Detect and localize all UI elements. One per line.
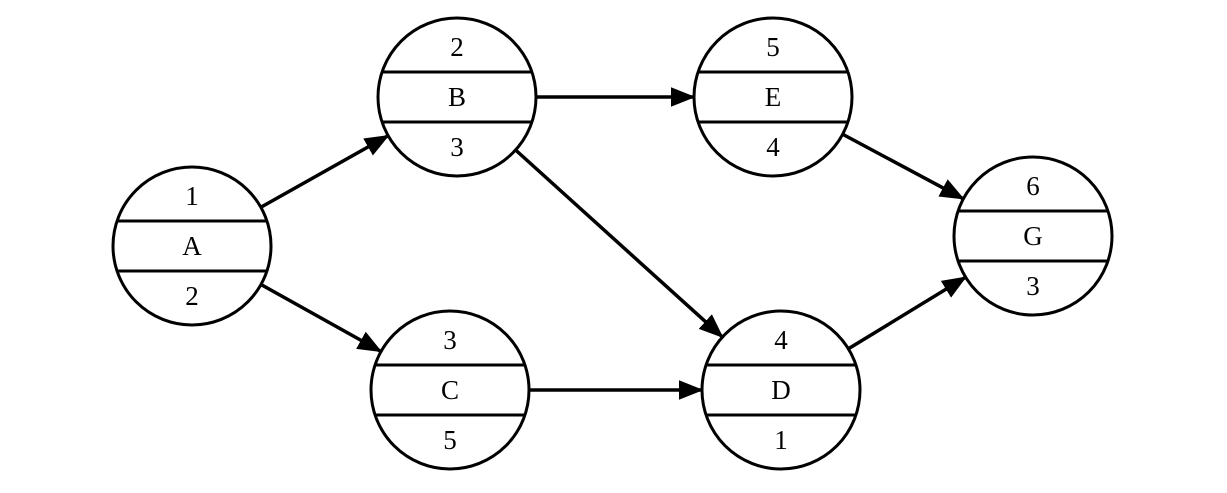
edge-a-to-c <box>260 282 383 353</box>
node-d: 4D 1 <box>700 309 862 471</box>
node-bottom-value: 1 <box>774 425 788 455</box>
edge-d-to-g <box>847 276 967 351</box>
edge-e-to-g <box>841 132 965 200</box>
node-label: A <box>182 231 202 261</box>
edge-b-to-d <box>514 148 724 338</box>
node-top-value: 6 <box>1026 171 1040 201</box>
node-bottom-value: 2 <box>185 281 199 311</box>
node-top-value: 5 <box>766 32 780 62</box>
node-label: E <box>765 82 782 112</box>
node-label: C <box>441 375 459 405</box>
node-label: B <box>448 82 466 112</box>
node-circle <box>111 165 273 327</box>
node-bottom-value: 4 <box>766 132 780 162</box>
node-g: 6G 3 <box>952 155 1114 317</box>
node-bottom-value: 5 <box>443 425 457 455</box>
node-top-value: 3 <box>443 325 457 355</box>
node-label: D <box>771 375 791 405</box>
node-circle <box>369 309 531 471</box>
node-a: 1A 2 <box>111 165 273 327</box>
node-circle <box>376 16 538 178</box>
node-top-value: 2 <box>450 32 464 62</box>
edges-layer <box>260 87 967 400</box>
node-c: 3C 5 <box>369 309 531 471</box>
node-circle <box>700 309 862 471</box>
node-top-value: 1 <box>185 181 199 211</box>
edge-a-to-b <box>260 134 390 209</box>
node-e: 5E 4 <box>692 16 854 178</box>
node-circle <box>952 155 1114 317</box>
node-circle <box>692 16 854 178</box>
node-bottom-value: 3 <box>450 132 464 162</box>
node-top-value: 4 <box>774 325 788 355</box>
node-b: 2B 3 <box>376 16 538 178</box>
node-bottom-value: 3 <box>1026 271 1040 301</box>
node-label: G <box>1023 221 1043 251</box>
